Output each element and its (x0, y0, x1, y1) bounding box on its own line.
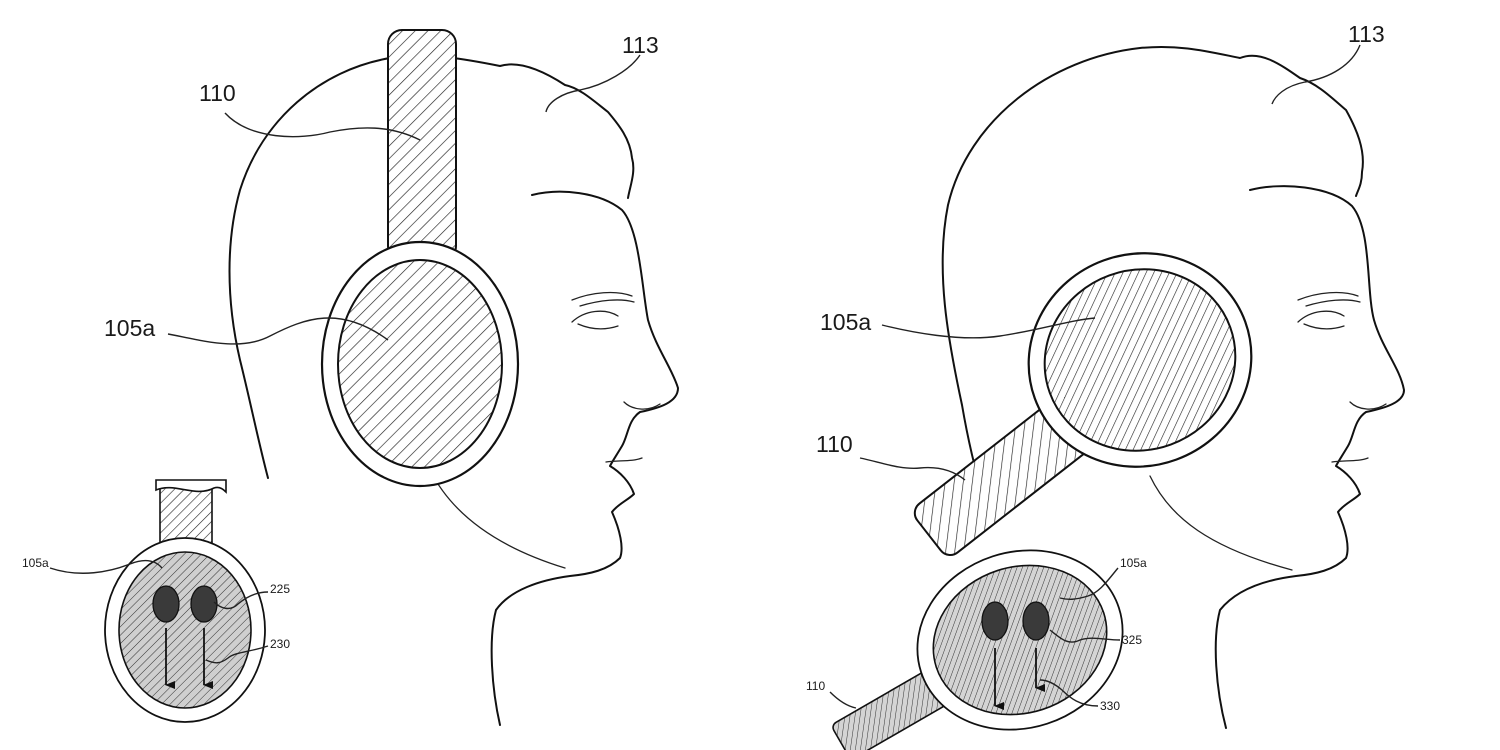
left-inset-headband-break (155, 479, 227, 494)
right-figure: 110 113 105a (816, 21, 1405, 729)
left-mouth (605, 401, 661, 463)
right-leader-105a (881, 317, 1096, 339)
right-inset-leader-330 (1039, 679, 1099, 707)
left-leader-105a (167, 317, 389, 345)
right-inset-label-110: 110 (806, 679, 825, 693)
left-inset-sensor-1 (152, 585, 180, 623)
right-label-110: 110 (816, 431, 853, 457)
right-inset-sensor-1 (981, 601, 1009, 641)
right-inset-sensor-2 (1022, 601, 1050, 641)
right-label-105a: 105a (820, 309, 871, 335)
right-inset-label-105a: 105a (1120, 556, 1147, 570)
left-inset-label-105a: 105a (22, 556, 49, 570)
right-inset: 105a 325 330 110 (806, 549, 1147, 750)
left-headband (387, 29, 457, 261)
left-eye (571, 291, 635, 330)
right-inset-leader-325 (1049, 629, 1121, 643)
left-inset-leader-230 (205, 645, 269, 664)
left-inset-leader-225 (213, 591, 269, 610)
right-eye (1297, 291, 1361, 330)
left-inset: 105a 225 230 (22, 479, 290, 723)
right-inset-label-330: 330 (1100, 699, 1120, 713)
left-label-110: 110 (199, 80, 236, 106)
right-jaw-line (1149, 475, 1293, 571)
left-inset-label-225: 225 (270, 582, 290, 596)
left-inset-sensor-2 (190, 585, 218, 623)
right-label-113: 113 (1348, 21, 1385, 47)
left-label-105a: 105a (104, 315, 155, 341)
left-leader-110 (224, 112, 421, 141)
left-inset-label-230: 230 (270, 637, 290, 651)
left-jaw-line (429, 469, 566, 569)
left-label-113: 113 (622, 32, 659, 58)
right-face-profile (1214, 185, 1405, 729)
right-earcup-pad (1043, 268, 1237, 452)
left-leader-113 (545, 54, 641, 113)
right-mouth (1331, 401, 1387, 463)
right-inset-label-325: 325 (1122, 633, 1142, 647)
left-figure: 110 113 105a (104, 29, 679, 726)
left-earcup-pad (337, 259, 503, 469)
left-inset-leader-105a (49, 559, 163, 574)
right-inset-leader-105a (1059, 567, 1119, 601)
right-leader-113 (1271, 44, 1361, 105)
right-inset-earcup-pad (932, 564, 1108, 716)
right-head-outline (941, 45, 1364, 501)
right-inset-leader-110 (829, 691, 857, 709)
left-inset-earcup-pad (118, 551, 252, 709)
left-face-profile (490, 190, 679, 726)
right-leader-110 (859, 457, 966, 481)
